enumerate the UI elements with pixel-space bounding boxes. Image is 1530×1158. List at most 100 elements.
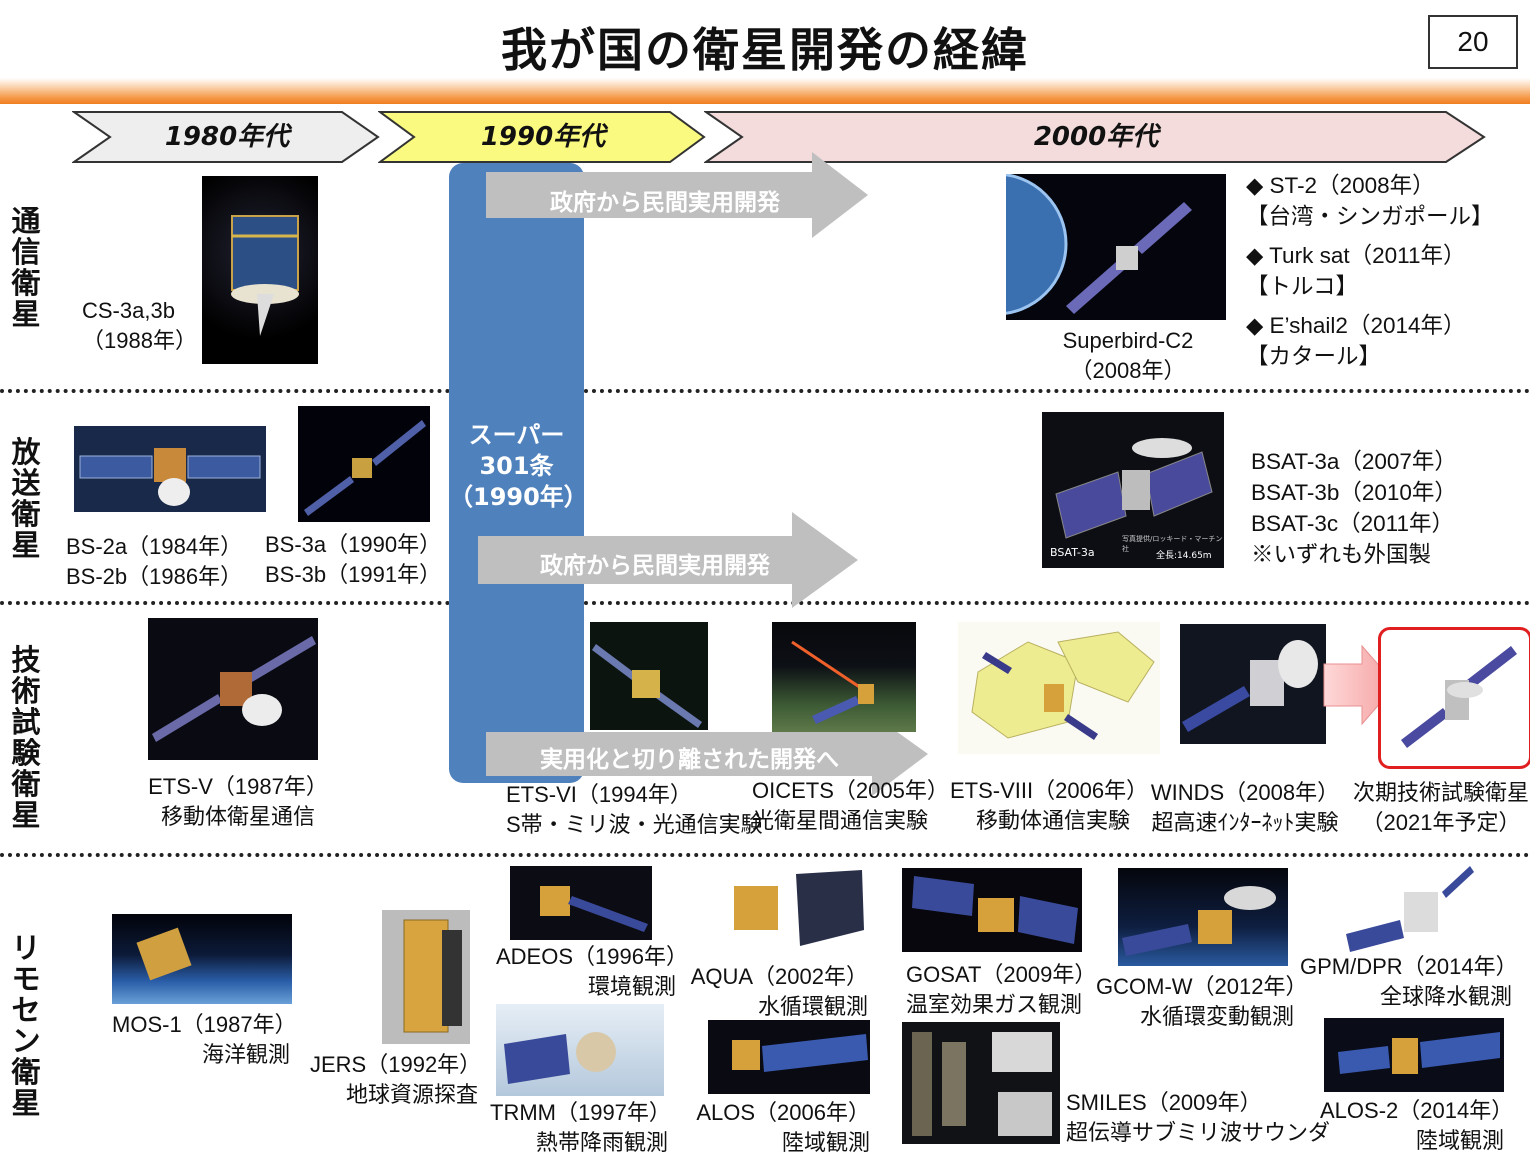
caption-line: 移動体通信実験 xyxy=(975,808,1130,833)
caption-line: S帯・ミリ波・光通信実験 xyxy=(506,812,763,837)
mos1-satellite-photo xyxy=(112,914,292,1004)
row-divider xyxy=(584,601,1530,605)
era-1990s-label: 1990年代 xyxy=(480,122,606,152)
super301-line: スーパー xyxy=(468,421,565,449)
gpm-dpr-caption: GPM/DPR（2014年） 全球降水観測 xyxy=(1300,952,1518,1012)
caption-line: OICETS（2005年） xyxy=(752,778,949,803)
alos-2-satellite-photo xyxy=(1324,1018,1504,1092)
caption-line: 次期技術試験衛星 xyxy=(1352,780,1529,805)
row-divider xyxy=(0,853,1530,857)
caption-line: BS-2a（1984年） xyxy=(66,534,243,559)
caption-line: BS-3b（1991年） xyxy=(265,562,442,587)
caption-line: BS-2b（1986年） xyxy=(66,564,243,589)
caption-line: 超高速ｲﾝﾀｰﾈｯﾄ実験 xyxy=(1151,810,1339,835)
bsat-photo-label: BSAT-3a xyxy=(1050,546,1095,559)
bsat-photo-credit: 写真提供/ロッキード・マーチン社 xyxy=(1122,535,1223,553)
caption-line: 熱帯降雨観測 xyxy=(535,1130,668,1155)
caption-line: 光衛星間通信実験 xyxy=(752,808,929,833)
ets6-caption: ETS-VI（1994年） S帯・ミリ波・光通信実験 xyxy=(506,780,763,840)
super301-label: スーパー 301条 （1990年） xyxy=(449,420,588,513)
caption-line: TRMM（1997年） xyxy=(490,1100,671,1125)
era-1980s-label: 1980年代 xyxy=(164,122,290,152)
superbird-c2-photo xyxy=(1006,174,1226,320)
adeos-caption: ADEOS（1996年） 環境観測 xyxy=(496,942,688,1002)
caption-line: Superbird-C2 xyxy=(1062,328,1194,353)
bs3-caption: BS-3a（1990年） BS-3b（1991年） xyxy=(265,530,441,590)
aqua-satellite-photo xyxy=(726,866,868,958)
caption-line: ETS-V（1987年） xyxy=(148,774,328,799)
caption-line: 陸域観測 xyxy=(1415,1128,1504,1153)
caption-line: （1988年） xyxy=(82,328,197,353)
next-tech-caption: 次期技術試験衛星 （2021年予定） xyxy=(1352,778,1530,838)
arrow-tech xyxy=(486,714,928,796)
row-label-broadcast: 放送衛星 xyxy=(11,435,41,562)
caption-line: 水循環観測 xyxy=(757,994,868,1019)
caption-line: （2008年） xyxy=(1070,358,1186,383)
bsat-list: BSAT-3a（2007年） BSAT-3b（2010年） BSAT-3c（20… xyxy=(1251,446,1457,570)
caption-line: 地球資源探査 xyxy=(345,1082,478,1107)
next-tech-satellite-photo xyxy=(1378,627,1530,769)
caption-line: MOS-1（1987年） xyxy=(112,1012,297,1037)
list-item: BSAT-3c（2011年） xyxy=(1251,511,1454,536)
list-item: ◆ Turk sat（2011年） xyxy=(1246,243,1466,268)
caption-line: （2021年予定） xyxy=(1361,810,1521,835)
ets6-satellite-photo xyxy=(590,622,708,730)
caption-line: 移動体衛星通信 xyxy=(160,804,315,829)
caption-line: SMILES（2009年） xyxy=(1066,1090,1262,1115)
list-item: 【カタール】 xyxy=(1246,344,1382,369)
list-item: ◆ ST-2（2008年） xyxy=(1246,173,1435,198)
gpm-dpr-satellite-photo xyxy=(1342,862,1476,954)
arrow-tech-label: 実用化と切り離された開発へ xyxy=(540,747,839,773)
caption-line: 水循環変動観測 xyxy=(1139,1004,1294,1029)
row-divider xyxy=(584,389,1530,393)
winds-caption: WINDS（2008年） 超高速ｲﾝﾀｰﾈｯﾄ実験 xyxy=(1140,778,1350,838)
winds-satellite-photo xyxy=(1180,624,1326,744)
caption-line: ALOS-2（2014年） xyxy=(1320,1098,1514,1123)
bsat-3a-photo: BSAT-3a 全長:14.65m 写真提供/ロッキード・マーチン社 xyxy=(1042,412,1224,568)
caption-line: 陸域観測 xyxy=(781,1130,870,1155)
caption-line: JERS（1992年） xyxy=(310,1052,482,1077)
gcom-w-caption: GCOM-W（2012年） 水循環変動観測 xyxy=(1096,972,1308,1032)
cs3-satellite-photo xyxy=(202,176,318,364)
super301-line: 301条 xyxy=(479,452,554,480)
arrow-comm-label: 政府から民間実用開発 xyxy=(550,190,780,216)
jers-satellite-photo xyxy=(382,910,470,1044)
caption-line: CS-3a,3b xyxy=(82,298,175,323)
ets8-satellite-photo xyxy=(958,622,1160,754)
alos-caption: ALOS（2006年） 陸域観測 xyxy=(690,1098,870,1158)
caption-line: AQUA（2002年） xyxy=(690,964,868,989)
list-item: ※いずれも外国製 xyxy=(1251,542,1432,567)
row-label-remote-sensing: リモセン衛星 xyxy=(11,931,41,1120)
list-item: BSAT-3a（2007年） xyxy=(1251,449,1457,474)
list-item: ◆ E’shail2（2014年） xyxy=(1246,313,1466,338)
caption-line: ETS-VI（1994年） xyxy=(506,782,692,807)
page-title: 我が国の衛星開発の経緯 xyxy=(501,23,1029,77)
list-item: 【台湾・シンガポール】 xyxy=(1246,204,1494,229)
caption-line: BS-3a（1990年） xyxy=(265,532,442,557)
bs2-caption: BS-2a（1984年） BS-2b（1986年） xyxy=(66,532,242,592)
era-1990s: 1990年代 xyxy=(378,110,708,164)
caption-line: 超伝導サブミリ波サウンダ xyxy=(1066,1120,1331,1145)
ets8-caption: ETS-VIII（2006年） 移動体通信実験 xyxy=(950,776,1148,836)
super301-line: （1990年） xyxy=(449,483,588,511)
caption-line: WINDS（2008年） xyxy=(1150,780,1340,805)
caption-line: GCOM-W（2012年） xyxy=(1096,974,1308,999)
row-label-communication: 通信衛星 xyxy=(11,204,41,331)
bs2-satellite-photo xyxy=(74,426,266,512)
era-2000s-label: 2000年代 xyxy=(1033,122,1159,152)
ets5-satellite-photo xyxy=(148,618,318,760)
smiles-iss-photo xyxy=(902,1022,1060,1144)
caption-line: 全球降水観測 xyxy=(1379,984,1512,1009)
super301-bar xyxy=(449,163,584,783)
caption-line: ADEOS（1996年） xyxy=(496,944,688,969)
aqua-caption: AQUA（2002年） 水循環観測 xyxy=(690,962,868,1022)
list-item: BSAT-3b（2010年） xyxy=(1251,480,1457,505)
caption-line: ALOS（2006年） xyxy=(696,1100,870,1125)
page-number: 20 xyxy=(1428,15,1518,69)
oicets-satellite-photo xyxy=(772,622,916,732)
bsat-photo-length: 全長:14.65m xyxy=(1156,551,1212,561)
smiles-caption: SMILES（2009年） 超伝導サブミリ波サウンダ xyxy=(1066,1088,1330,1148)
caption-line: GOSAT（2009年） xyxy=(906,962,1097,987)
row-divider xyxy=(0,601,450,605)
row-divider xyxy=(0,389,450,393)
